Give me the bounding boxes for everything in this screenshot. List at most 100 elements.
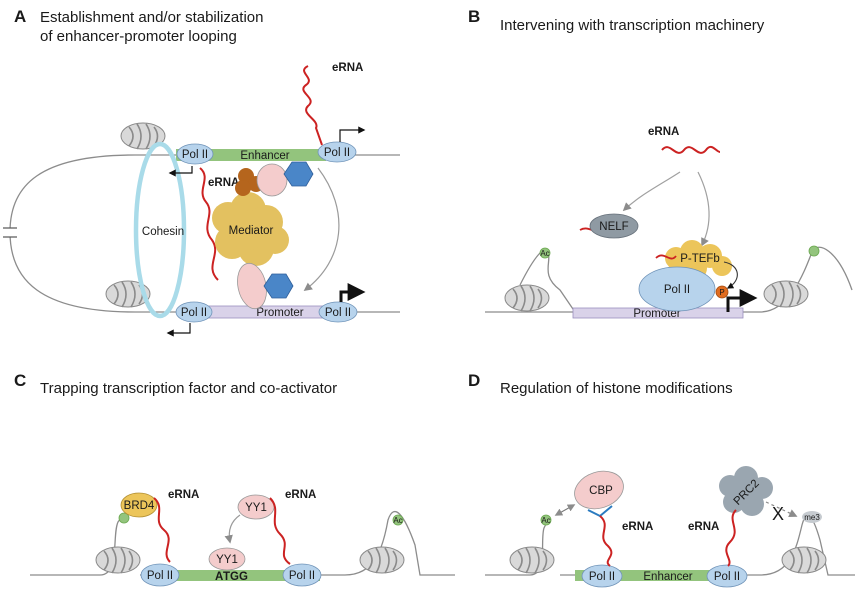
ac-mark-c-left [118,512,130,524]
yy1-label-bound: YY1 [216,554,238,566]
enhancer-bar-c [150,570,320,581]
yy1-arrow [224,514,241,544]
erna-strand-c-right [269,497,291,565]
cohesin-ring [133,141,187,319]
cbp-label: CBP [589,485,613,497]
ac-label-d: Ac [541,516,550,525]
motif-a-letter: A [215,571,223,583]
nucleosome-b-right [763,280,809,308]
pol-ii-c-left [140,563,180,587]
block-x: X [772,504,784,524]
panel-c: C Trapping transcription factor and co-a… [14,371,455,587]
enhancer-bar-a [176,149,326,161]
pol-ii-label-c1: Pol II [147,570,173,582]
dna-strand-d-right [759,515,855,576]
brd4-protein [120,492,158,518]
erna-strand-d-left [599,515,613,567]
tss-arrow-enh-left [168,166,193,177]
panel-a-title-line2: of enhancer-promoter looping [40,28,237,45]
mediator-complex [212,192,289,266]
pol-ii-label-d2: Pol II [714,571,740,583]
brd4-label: BRD4 [124,500,155,512]
panel-a-letter: A [14,7,26,26]
pol-ii-label-c2: Pol II [289,570,315,582]
pol-ii-a-enh-left [176,143,214,165]
ac-mark-d [540,514,552,526]
me3-label: me3 [804,513,820,522]
arrow-to-ptefb [697,171,710,247]
erna-label-d-right: eRNA [688,521,719,533]
tss-arrow-prom-right-bold [339,283,366,302]
nucleosome-b-left [504,284,550,312]
pol-ii-label-a1: Pol II [182,149,208,161]
motif-gg-letters: GG [230,571,248,583]
cohesin-label: Cohesin [142,226,184,238]
panel-a-title-line1: Establishment and/or stabilization [40,9,263,26]
nucleosome-d-right [781,546,827,574]
erna-strand-lower [199,167,219,281]
nucleosome-c-right [359,546,405,574]
erna-label-d-left: eRNA [622,521,653,533]
panel-c-letter: C [14,371,26,390]
pol-ii-c-right [282,563,322,587]
panel-d-title: Regulation of histone modifications [500,380,733,397]
panel-b-letter: B [468,7,480,26]
tss-arrow-b [726,289,758,312]
nelf-protein [589,213,639,239]
ac-label-b: Ac [540,249,549,258]
prc2-complex [719,466,773,516]
pol-ii-d-left [581,564,623,588]
enhancer-label-a: Enhancer [240,150,289,162]
yy1-label-top: YY1 [245,502,267,514]
erna-strand-c-left [153,497,171,563]
panel-a: A Establishment and/or stabilization of … [3,7,400,337]
me3-mark [802,511,822,523]
ac-mark-b [539,247,551,259]
phospho-label: P [719,288,724,297]
promoter-label-a: Promoter [256,307,303,319]
phospho-arrow [723,261,738,289]
panel-d-letter: D [468,371,480,390]
enhancer-bar-d [575,570,740,581]
pol-ii-a-prom-left [175,301,213,323]
ac-mark-c-right [392,514,404,526]
enhancer-label-d: Enhancer [643,571,692,583]
pol-ii-label-b: Pol II [664,284,690,296]
mediator-label: Mediator [229,225,274,237]
pol-ii-label-d1: Pol II [589,571,615,583]
erna-label-b: eRNA [648,126,679,138]
pol-ii-label-a3: Pol II [181,307,207,319]
erna-strand-d-right [725,509,737,567]
dna-break-gap [3,228,17,237]
coactivator-pink-top [256,163,288,197]
nucleosome-d-left [509,546,555,574]
tf-hexagon-bottom [263,273,294,299]
panel-d: D Regulation of histone modifications Ac… [468,371,855,588]
phospho-mark [715,285,729,299]
tss-arrow-upper-right [339,126,366,142]
nucleosome-c-left [95,546,141,574]
pol-ii-label-a4: Pol II [325,307,351,319]
panel-b: B Intervening with transcription machine… [468,7,853,320]
erna-label-upper: eRNA [332,62,363,74]
motif-t-letter: T [223,571,230,583]
panel-c-title: Trapping transcription factor and co-act… [40,380,337,397]
pol-ii-b [638,266,716,312]
erna-ptefb-bound [655,254,677,260]
erna-label-c-left: eRNA [168,489,199,501]
ac-label-c: Ac [393,516,402,525]
tss-arrow-prom-left [166,323,191,337]
erna-label-c-right: eRNA [285,489,316,501]
tf-hexagon-top [283,161,314,187]
yy1-protein-bound [208,547,246,571]
loop-arrow-a [303,167,340,292]
pol-ii-a-enh-right [317,141,357,163]
erna-label-lower: eRNA [208,177,239,189]
erna-strand-upper [302,65,323,146]
arrow-to-nelf [622,171,681,212]
ptefb-label: P-TEFb [680,253,720,265]
panel-b-title: Intervening with transcription machinery [500,17,765,34]
promoter-label-b: Promoter [633,308,680,320]
